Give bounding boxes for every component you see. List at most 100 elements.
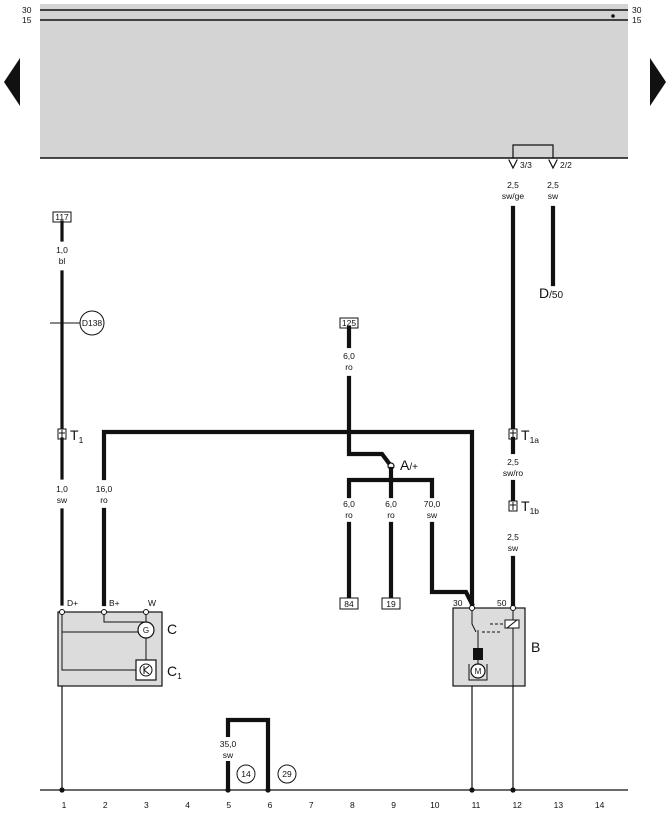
wire-117-color: bl [59,256,66,266]
column-number: 4 [185,800,190,810]
column-number: 5 [226,800,231,810]
ref-box-125-label: 125 [342,318,356,328]
wire-low-size: 2,5 [507,532,519,542]
wire-125-color: ro [345,362,353,372]
wire-117-size: 1,0 [56,245,68,255]
connector-2-2-label: 2/2 [560,160,572,170]
pin-w-terminal [143,609,149,615]
pin-50-label: 50 [497,598,507,608]
starter-motor-icon [470,663,486,679]
column-number: 8 [350,800,355,810]
wire-top2-color: sw [548,191,559,201]
wire-84-size: 6,0 [343,499,355,509]
wire-19-size: 6,0 [385,499,397,509]
pin-30-terminal [469,605,475,611]
column-number: 7 [309,800,314,810]
alt-internal-line-2 [103,614,147,623]
wire-mid-size: 2,5 [507,457,519,467]
d138-ref-circle [79,310,105,336]
d50-label: D/50 [539,285,563,301]
regulator-c1-label: C1 [167,663,182,681]
wire-bplus-size: 16,0 [96,484,113,494]
prev-page-arrow-icon[interactable] [4,58,20,106]
connector-3-3-icon [508,159,518,170]
ground-node-1 [59,787,65,793]
panel-connector-bracket [512,144,554,159]
t1a-label: T1a [521,427,539,445]
solenoid-linkage [482,623,505,633]
ref-circle-14 [236,764,256,784]
wire-35-label-bg [214,737,242,761]
column-number: 2 [103,800,108,810]
column-number: 1 [62,800,67,810]
wire-19-color: ro [387,510,395,520]
wire-125-to-a [346,375,394,469]
column-number: 9 [391,800,396,810]
wire-top1-color: sw/ge [502,191,524,201]
ref-box-84-label: 84 [344,599,354,609]
wire-mid-color: sw/ro [503,468,524,478]
ground-node-6 [265,787,271,793]
pin-w-label: W [148,598,156,608]
relay-panel [40,4,628,158]
rail-junction-dot [611,14,615,18]
ref-circle-29 [277,764,297,784]
column-number: 3 [144,800,149,810]
connector-3-3-label: 3/3 [520,160,532,170]
t1b-label: T1b [521,498,539,516]
pin-30-label: 30 [453,598,463,608]
wire-84-color: ro [345,510,353,520]
rail-30-label-left: 30 [22,5,32,15]
d138-label: D138 [82,318,103,328]
alt-internal-line-4 [61,632,136,671]
starter-switch-icon [471,611,479,640]
wire-35-size: 35,0 [220,739,237,749]
rail-15-label-right: 15 [632,15,642,25]
connector-t1b-icon [508,500,518,512]
motor-symbol: M [475,667,482,676]
ground-node-12 [510,787,516,793]
generator-symbol: G [143,626,149,635]
column-number: 14 [595,800,605,810]
pin-dplus-terminal [59,609,65,615]
wire-70-to-starter [429,521,475,607]
ground-node-11 [469,787,475,793]
ref-box-19-label: 19 [386,599,396,609]
wire-top1-size: 2,5 [507,180,519,190]
ref-box-117-label: 117 [55,212,69,222]
column-number: 6 [268,800,273,810]
starter-b-label: B [531,639,540,655]
connector-2-2-icon [548,159,558,170]
wire-70-size: 70,0 [424,499,441,509]
wire-t1-size: 1,0 [56,484,68,494]
ref-14-label: 14 [241,769,251,779]
ref-box-84 [339,597,359,610]
wire-125-size: 6,0 [343,351,355,361]
wire-bplus-to-starter [101,429,475,607]
rail-15-label-left: 15 [22,15,32,25]
t1-label: T1 [70,427,84,445]
a-plus-label: A/+ [400,457,418,473]
starter-field-icon [473,648,483,660]
wire-35-color: sw [223,750,234,760]
column-number: 10 [430,800,440,810]
regulator-icon [135,659,157,681]
column-number: 12 [512,800,522,810]
rail-30-label-right: 30 [632,5,642,15]
pin-dplus-label: D+ [67,598,78,608]
wire-top2-size: 2,5 [547,180,559,190]
pin-bplus-label: B+ [109,598,120,608]
ground-node-5 [225,787,231,793]
next-page-arrow-icon[interactable] [650,58,666,106]
pin-bplus-terminal [101,609,107,615]
wire-t1-color: sw [57,495,68,505]
column-number: 13 [554,800,564,810]
wire-low-color: sw [508,543,519,553]
wire-bplus-color: ro [100,495,108,505]
pin-50-terminal [510,605,516,611]
regulator-transistor-icon [139,663,153,677]
alternator-c-label: C [167,621,177,637]
ref-box-19 [381,597,401,610]
